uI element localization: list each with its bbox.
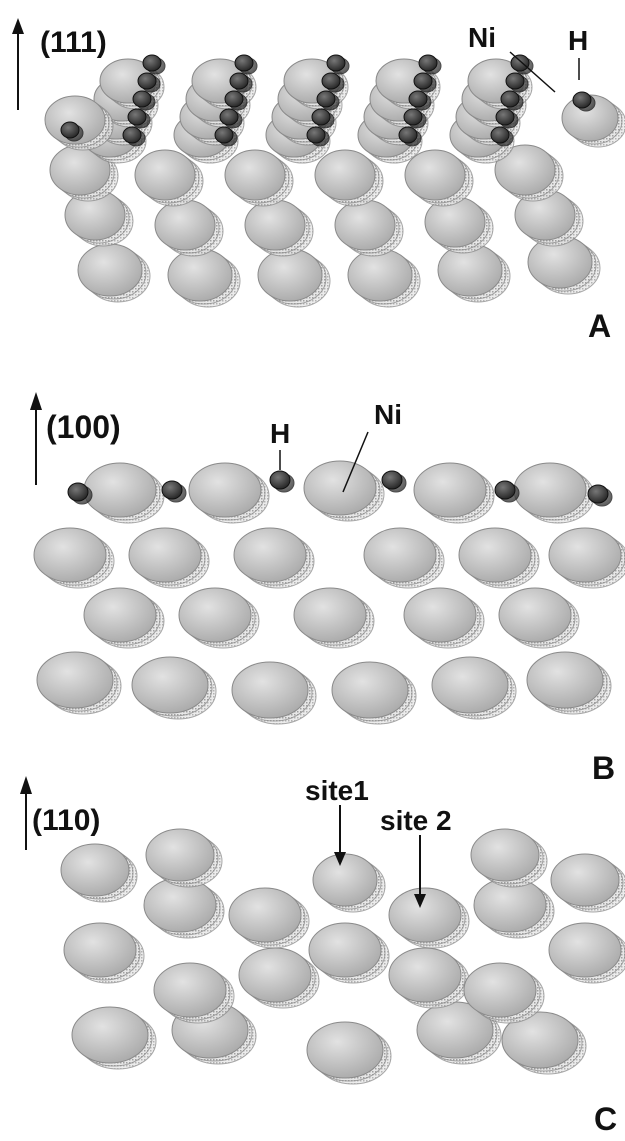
panel-c-site2-label: site 2 [380,805,452,836]
ni-atom [154,963,234,1023]
ni-atom [64,923,144,983]
ni-atom [348,249,420,307]
ni-atom [414,463,494,523]
ni-atom [364,528,444,588]
h-atom [162,481,186,502]
ni-atom [129,528,209,588]
panel-c-site1-label: site1 [305,775,369,806]
panel-b: (100) H Ni B [30,392,625,786]
ni-atom [155,200,223,256]
ni-atom [232,662,316,724]
h-atom [382,471,406,492]
ni-atom [61,844,137,902]
ni-atom [315,150,383,206]
ni-atom [332,662,416,724]
ni-atom [549,528,625,588]
ni-atom [549,923,625,983]
ni-atom [313,854,385,912]
ni-atom [514,463,594,523]
ni-atom [78,244,150,302]
ni-atom [84,588,164,648]
ni-atom [225,150,293,206]
panel-a-arrow [12,18,24,110]
panel-b-ni-label: Ni [374,399,402,430]
panel-a-letter: A [588,308,611,344]
panel-c-letter: C [594,1101,617,1137]
panel-a-surface-label: (111) [40,26,107,59]
ni-atom [432,657,516,719]
ni-atom [309,923,389,983]
panel-b-h-label: H [270,418,290,449]
ni-atom [37,652,121,714]
ni-atom [551,854,625,912]
panel-c-atoms [61,829,625,1084]
panel-c-arrow [20,776,32,850]
panel-a-ni-label: Ni [468,22,496,53]
ni-atom [239,948,319,1008]
ni-atom [245,200,313,256]
ni-atom [438,244,510,302]
ni-atom [389,948,469,1008]
panel-b-surface-label: (100) [46,409,121,445]
panel-a-atoms [45,55,625,307]
ni-atom [405,150,473,206]
panel-c-surface-label: (110) [32,804,100,837]
ni-atom [459,528,539,588]
panel-b-letter: B [592,750,615,786]
ni-atom [168,249,240,307]
panel-c: (110) site1 site 2 C [20,775,625,1137]
ni-atom [179,588,259,648]
ni-atom [84,463,164,523]
ni-atom [229,888,309,948]
ni-atom [132,657,216,719]
ni-atom [258,249,330,307]
ni-atom [146,829,222,887]
ni-atom [189,463,269,523]
ni-atom [34,528,114,588]
ni-atom [234,528,314,588]
panel-a: (111) Ni H A [12,18,625,344]
h-atom [270,471,294,492]
ni-atom [294,588,374,648]
ni-atom [72,1007,156,1069]
ni-atom [404,588,484,648]
ni-atom [527,652,611,714]
ni-atom [471,829,547,887]
panel-a-h-label: H [568,25,588,56]
panel-b-arrow [30,392,42,485]
ni-atom [499,588,579,648]
ni-atom [335,200,403,256]
panel-b-atoms [34,461,625,724]
ni-atom [307,1022,391,1084]
ni-atom [389,888,469,948]
panel-c-site2-arrow [414,835,426,908]
